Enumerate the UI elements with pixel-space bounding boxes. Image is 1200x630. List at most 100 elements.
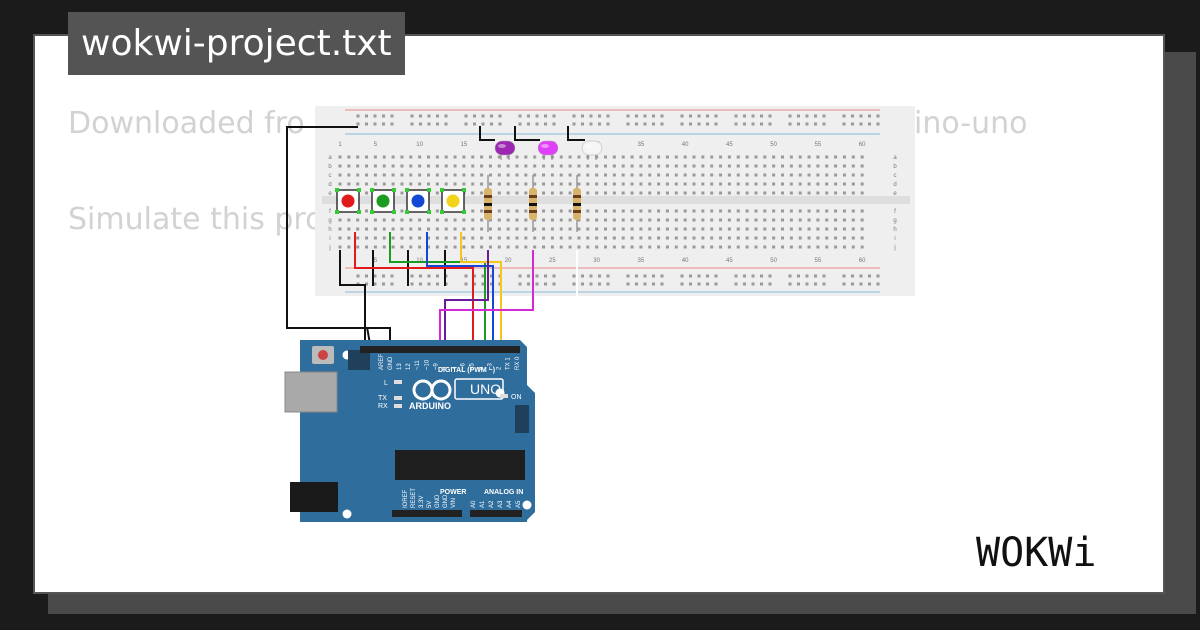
digital-pin-label: 7 — [451, 366, 457, 370]
rx-label: RX — [378, 403, 388, 410]
power-jack — [290, 482, 338, 512]
digital-pin-label: ~11 — [415, 360, 421, 370]
digital-pin-label: 8 — [442, 366, 448, 370]
led-magenta[interactable] — [537, 140, 559, 160]
digital-pin-label: TX 1 — [506, 357, 512, 370]
power-pin-label: IOREF — [403, 489, 409, 508]
row-letter: b — [328, 164, 332, 170]
digital-pin-label: 12 — [406, 363, 412, 370]
column-number: 40 — [682, 142, 689, 148]
icsp2-header — [515, 405, 529, 433]
wokwi-logo-text: WOKWi — [976, 530, 1096, 576]
wire-led3-gnd — [567, 126, 585, 141]
analog-pin-label: A4 — [507, 500, 513, 508]
power-pin-label: 3.3V — [419, 496, 425, 508]
button-blue[interactable] — [405, 188, 431, 214]
power-header — [392, 510, 462, 517]
button-red[interactable] — [335, 188, 361, 214]
download-text-right: ino-uno — [914, 106, 1028, 141]
column-number: 15 — [461, 142, 468, 148]
wire-gnd-long — [286, 126, 391, 344]
wire-purple — [444, 250, 489, 344]
column-number: 50 — [770, 142, 777, 148]
digital-pin-label: 2 — [497, 366, 503, 370]
resistors — [484, 175, 581, 232]
column-number: 45 — [726, 142, 733, 148]
arduino-uno-board — [284, 340, 535, 522]
column-number: 45 — [726, 258, 733, 264]
row-letter: j — [893, 245, 895, 251]
arduino-brand-label: ARDUINO — [409, 401, 451, 411]
digital-pin-label: ~10 — [424, 359, 430, 370]
row-letter: g — [328, 218, 331, 224]
digital-pin-label: AREF — [379, 354, 385, 370]
row-letter: h — [893, 227, 896, 233]
row-letter: a — [893, 155, 897, 161]
power-pin-label: RESET — [411, 488, 417, 508]
leds — [494, 140, 603, 160]
row-letter: a — [328, 155, 332, 161]
digital-pin-label: ~5 — [470, 362, 476, 370]
column-number: 25 — [549, 258, 556, 264]
column-number: 40 — [682, 258, 689, 264]
download-text-left: Downloaded fro — [68, 106, 305, 141]
led-white[interactable] — [581, 140, 603, 160]
digital-pin-label: 13 — [397, 363, 403, 370]
power-pin-label: 5V — [427, 501, 433, 508]
row-letter: e — [893, 191, 897, 197]
digital-label: DIGITAL (PWM ~) — [438, 367, 495, 374]
row-letter: c — [894, 173, 897, 179]
column-number: 55 — [815, 142, 822, 148]
power-label: POWER — [440, 489, 466, 496]
button-green[interactable] — [370, 188, 396, 214]
led-tx — [394, 396, 402, 400]
led-purple[interactable] — [494, 140, 516, 160]
wire-btn-gnd-1 — [339, 250, 366, 344]
row-letter: j — [328, 245, 330, 251]
wire-green — [389, 232, 486, 344]
analog-pin-label: A3 — [498, 500, 504, 508]
analog-pin-label: A0 — [471, 500, 477, 508]
column-number: 60 — [859, 258, 866, 264]
digital-pin-label: ~9 — [433, 362, 439, 370]
reset-button-cap — [318, 350, 328, 360]
power-pin-label: GND — [443, 494, 449, 508]
row-letter: d — [893, 182, 896, 188]
led-on — [500, 394, 508, 398]
power-pin-label: VIN — [451, 498, 457, 508]
row-letter: h — [328, 227, 331, 233]
icsp-header — [348, 350, 370, 370]
breadboard-column-numbers: 1155101015152020252530303535404045455050… — [338, 142, 866, 264]
column-number: 35 — [638, 258, 645, 264]
analog-label: ANALOG IN — [484, 489, 523, 496]
breadboard-center-channel — [322, 196, 910, 204]
column-number: 50 — [770, 258, 777, 264]
row-letter: e — [328, 191, 332, 197]
button-yellow[interactable] — [440, 188, 466, 214]
wire-blue — [426, 232, 494, 344]
row-letter: b — [893, 164, 897, 170]
row-letter: f — [894, 209, 896, 215]
row-letter: d — [328, 182, 331, 188]
digital-pin-label: RX 0 — [515, 356, 521, 370]
wire-magenta — [439, 250, 534, 344]
digital-pin-label: ~3 — [488, 362, 494, 370]
digital-pin-label: 4 — [479, 366, 485, 370]
column-number: 5 — [374, 142, 378, 148]
row-letter: g — [893, 218, 896, 224]
analog-pin-label: A5 — [516, 500, 522, 508]
column-number: 35 — [638, 142, 645, 148]
simulate-text: Simulate this pro — [68, 202, 316, 237]
led-rx — [394, 404, 402, 408]
row-letter: c — [329, 173, 332, 179]
column-number: 10 — [416, 142, 423, 148]
column-number: 1 — [338, 142, 342, 148]
column-number: 55 — [815, 258, 822, 264]
digital-pin-label: ~6 — [460, 362, 466, 370]
wires — [286, 126, 585, 345]
mount-hole-4 — [522, 500, 532, 510]
